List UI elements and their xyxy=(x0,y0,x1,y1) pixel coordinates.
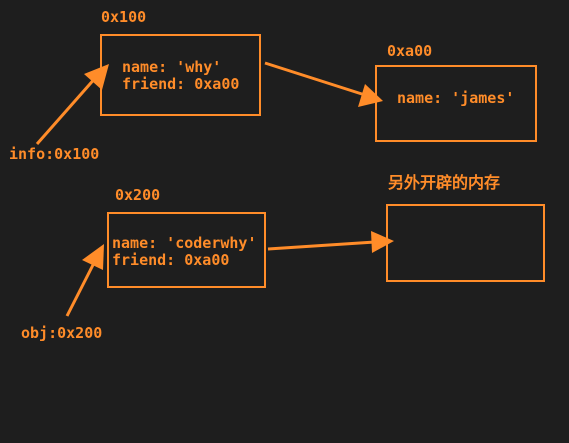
memory-line-0x100-friend: friend: 0xa00 xyxy=(122,75,240,93)
address-label-0x100: 0x100 xyxy=(101,8,147,26)
variable-info: info:0x100 xyxy=(9,145,100,163)
memory-line-0xa00-name: name: 'james' xyxy=(397,89,515,107)
arrow-0x200-to-new-memory xyxy=(267,231,394,253)
address-label-0xa00: 0xa00 xyxy=(387,42,433,60)
memory-line-0x200-name: name: 'coderwhy' xyxy=(112,234,257,252)
memory-box-0x200 xyxy=(107,212,266,288)
memory-line-0x200-friend: friend: 0xa00 xyxy=(112,251,230,269)
arrow-obj-to-0x200 xyxy=(65,244,104,317)
address-label-new-memory: 另外开辟的内存 xyxy=(388,173,501,192)
memory-box-0xa00 xyxy=(375,65,537,142)
address-label-0x200: 0x200 xyxy=(115,186,161,204)
arrow-0x100-to-0xa00 xyxy=(264,61,383,107)
variable-obj: obj:0x200 xyxy=(21,324,103,342)
arrow-info-to-0x100 xyxy=(35,64,109,145)
memory-line-0x100-name: name: 'why' xyxy=(122,58,222,76)
